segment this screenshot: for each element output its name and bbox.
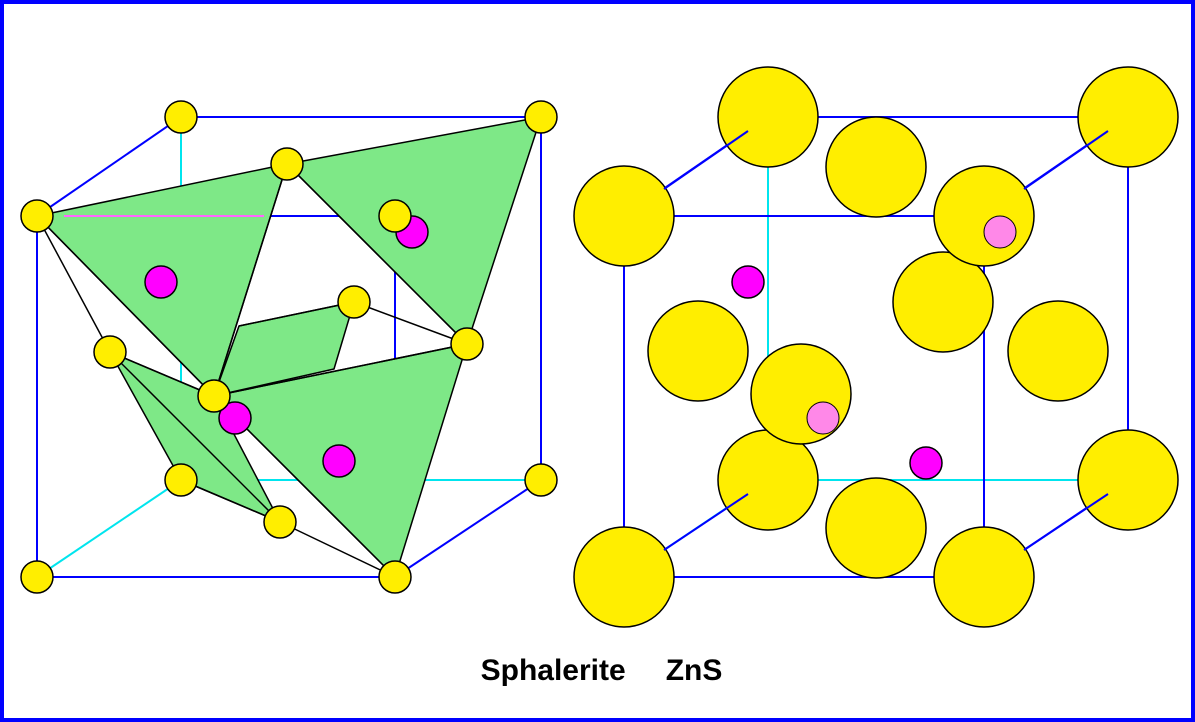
sulfur-atom [271,148,303,180]
figure-caption: Sphalerite ZnS [4,654,1195,688]
sulfur-atom [525,101,557,133]
sulfur-sphere [718,430,818,530]
sulfur-atom [264,506,296,538]
mineral-name: Sphalerite [481,654,626,688]
sulfur-sphere [1078,67,1178,167]
zinc-atom-pale [984,216,1016,248]
sulfur-atom [198,380,230,412]
space-filling-model [574,67,1178,627]
sulfur-atom [525,464,557,496]
sulfur-sphere [1078,430,1178,530]
sulfur-sphere [826,478,926,578]
sulfur-sphere [1008,301,1108,401]
sulfur-atom [451,328,483,360]
zinc-atom-pale [807,402,839,434]
sulfur-sphere [648,301,748,401]
sulfur-atom [338,286,370,318]
sulfur-sphere [751,344,851,444]
sulfur-sphere [574,527,674,627]
sulfur-atom [379,200,411,232]
sulfur-sphere [934,166,1034,266]
zinc-atom [732,266,764,298]
zinc-atom [323,445,355,477]
sulfur-sphere [826,117,926,217]
sulfur-sphere [574,166,674,266]
sulfur-atom [379,561,411,593]
zinc-atom [910,447,942,479]
right-front-spheres [574,166,1034,627]
sulfur-sphere [893,252,993,352]
sulfur-atom [94,336,126,368]
zinc-atom [145,266,177,298]
chemical-formula: ZnS [666,654,723,688]
sulfur-atom [21,200,53,232]
crystal-structure-figure [4,4,1195,722]
sulfur-sphere [934,527,1034,627]
sulfur-atom [21,561,53,593]
sulfur-sphere [718,67,818,167]
sulfur-atom [165,464,197,496]
polyhedral-model [21,101,557,593]
sulfur-atom [165,101,197,133]
